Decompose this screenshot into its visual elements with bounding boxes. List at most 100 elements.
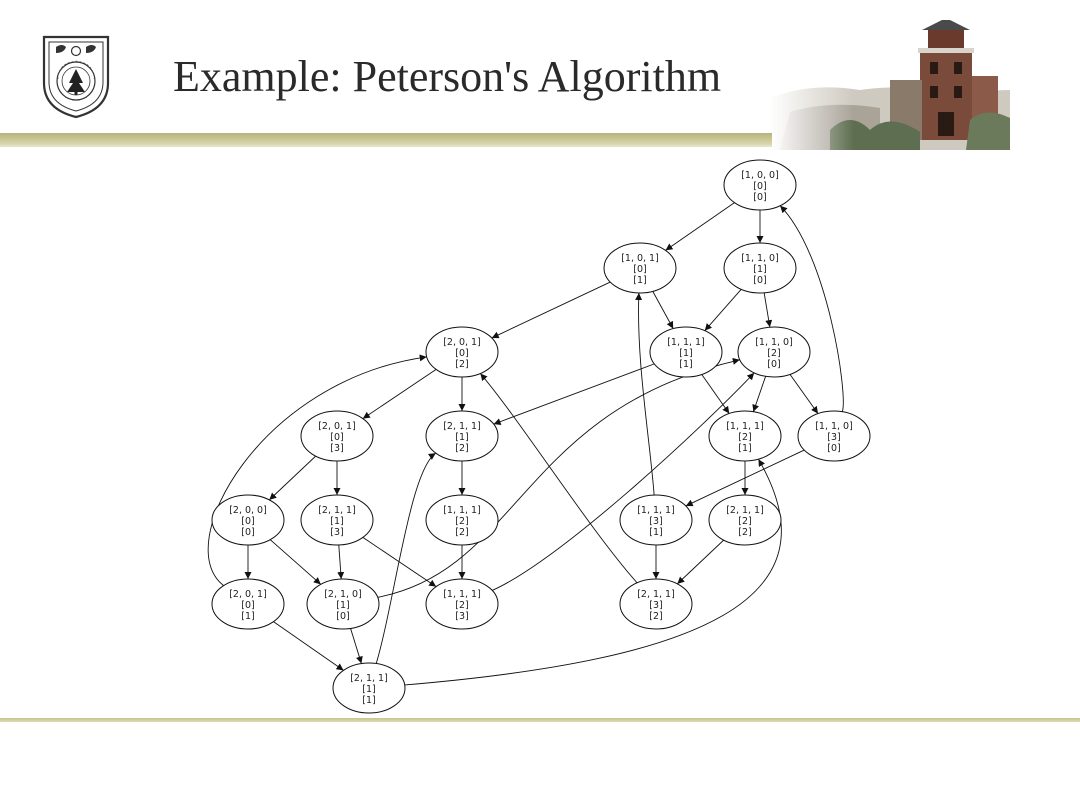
edge-n6-n10 xyxy=(789,374,819,414)
state-node-ellipse xyxy=(708,494,782,546)
state-node: [2, 1, 1][2][2] xyxy=(708,494,782,546)
header-divider-line xyxy=(0,145,772,147)
state-node-label: [1, 1, 1] xyxy=(443,505,481,516)
state-node-label: [0] xyxy=(241,516,254,527)
state-node-ellipse xyxy=(211,578,285,630)
state-node-label: [0] xyxy=(827,443,840,454)
state-node-label: [1] xyxy=(633,275,646,286)
state-node-label: [1, 1, 0] xyxy=(815,421,853,432)
edge-n12-n17 xyxy=(337,544,345,580)
state-node-label: [1, 1, 1] xyxy=(726,421,764,432)
state-node-label: [1] xyxy=(455,432,468,443)
state-node-ellipse xyxy=(649,326,723,378)
state-node-ellipse xyxy=(425,494,499,546)
state-node-label: [2, 0, 1] xyxy=(229,589,267,600)
state-node-label: [2] xyxy=(455,443,468,454)
edge-n3-n5 xyxy=(704,289,742,331)
state-node-label: [2] xyxy=(738,516,751,527)
state-node: [2, 0, 1][0][1] xyxy=(211,578,285,630)
state-node-label: [1, 1, 1] xyxy=(667,337,705,348)
state-node-label: [2] xyxy=(455,600,468,611)
state-node-label: [1] xyxy=(649,527,662,538)
state-node-label: [2] xyxy=(649,611,662,622)
state-node-label: [2] xyxy=(455,527,468,538)
state-node-label: [0] xyxy=(241,600,254,611)
edge-n14-n2 xyxy=(635,292,655,496)
state-node: [2, 1, 0][1][0] xyxy=(306,578,380,630)
state-node-label: [2, 1, 1] xyxy=(637,589,675,600)
state-node-label: [1] xyxy=(738,443,751,454)
state-node-label: [2, 1, 1] xyxy=(443,421,481,432)
state-node: [1, 1, 1][3][1] xyxy=(619,494,693,546)
state-node-label: [0] xyxy=(241,527,254,538)
state-node-ellipse xyxy=(619,494,693,546)
state-node-label: [1] xyxy=(679,359,692,370)
state-node-ellipse xyxy=(425,326,499,378)
state-node-label: [1, 1, 1] xyxy=(443,589,481,600)
state-node-label: [2] xyxy=(738,527,751,538)
state-node: [1, 1, 1][2][3] xyxy=(425,578,499,630)
state-node-ellipse xyxy=(211,494,285,546)
edge-n17-n6 xyxy=(377,357,740,598)
edge-n20-n8 xyxy=(375,452,437,664)
edge-n16-n20 xyxy=(273,621,344,671)
state-node: [1, 1, 1][2][2] xyxy=(425,494,499,546)
state-node-label: [0] xyxy=(753,181,766,192)
edge-n5-n8 xyxy=(493,363,655,425)
edge-n16-n4 xyxy=(207,354,427,586)
edge-n18-n6 xyxy=(492,372,755,591)
edge-n10-n1 xyxy=(779,205,844,412)
state-node-label: [1] xyxy=(330,516,343,527)
edge-n11-n17 xyxy=(269,539,322,585)
state-node-label: [1] xyxy=(241,611,254,622)
edge-n17-n20 xyxy=(350,628,363,664)
state-node: [1, 1, 1][1][1] xyxy=(649,326,723,378)
state-node-label: [2] xyxy=(455,359,468,370)
edge-n20-n9 xyxy=(404,458,782,686)
state-node-label: [0] xyxy=(753,275,766,286)
state-node-label: [2, 1, 1] xyxy=(726,505,764,516)
edge-n5-n9 xyxy=(701,374,730,414)
state-node-label: [0] xyxy=(767,359,780,370)
edge-n2-n5 xyxy=(652,291,674,329)
state-node-label: [2] xyxy=(738,432,751,443)
state-node-ellipse xyxy=(723,159,797,211)
state-node-label: [0] xyxy=(455,348,468,359)
state-node-ellipse xyxy=(306,578,380,630)
state-node-label: [1, 0, 0] xyxy=(741,170,779,181)
university-seal-logo xyxy=(42,35,110,119)
state-node-ellipse xyxy=(300,410,374,462)
state-node-ellipse xyxy=(332,662,406,714)
state-node-label: [1, 0, 1] xyxy=(621,253,659,264)
edge-n19-n4 xyxy=(480,373,638,584)
state-node-ellipse xyxy=(737,326,811,378)
state-node: [1, 1, 1][2][1] xyxy=(708,410,782,462)
state-node-label: [2, 1, 0] xyxy=(324,589,362,600)
slide-title: Example: Peterson's Algorithm xyxy=(173,52,722,101)
campus-building-image xyxy=(770,20,1010,150)
header-divider-bar xyxy=(0,133,772,145)
state-node-ellipse xyxy=(619,578,693,630)
state-node-ellipse xyxy=(425,578,499,630)
edge-n4-n7 xyxy=(362,369,437,419)
state-node-label: [3] xyxy=(455,611,468,622)
state-node: [1, 0, 1][0][1] xyxy=(603,242,677,294)
state-node: [1, 1, 0][2][0] xyxy=(737,326,811,378)
state-node: [2, 0, 1][0][3] xyxy=(300,410,374,462)
state-node-ellipse xyxy=(425,410,499,462)
state-node: [2, 1, 1][1][2] xyxy=(425,410,499,462)
state-node-label: [1, 1, 1] xyxy=(637,505,675,516)
state-node-ellipse xyxy=(797,410,871,462)
state-node: [2, 1, 1][1][1] xyxy=(332,662,406,714)
state-node-label: [0] xyxy=(336,611,349,622)
state-node: [1, 1, 0][3][0] xyxy=(797,410,871,462)
state-node-label: [0] xyxy=(330,432,343,443)
state-node: [2, 0, 1][0][2] xyxy=(425,326,499,378)
state-node-label: [1] xyxy=(753,264,766,275)
state-node-label: [2, 0, 0] xyxy=(229,505,267,516)
state-node-label: [0] xyxy=(753,192,766,203)
edge-n12-n18 xyxy=(362,537,437,587)
state-node-label: [3] xyxy=(330,527,343,538)
edge-n2-n4 xyxy=(491,281,611,339)
